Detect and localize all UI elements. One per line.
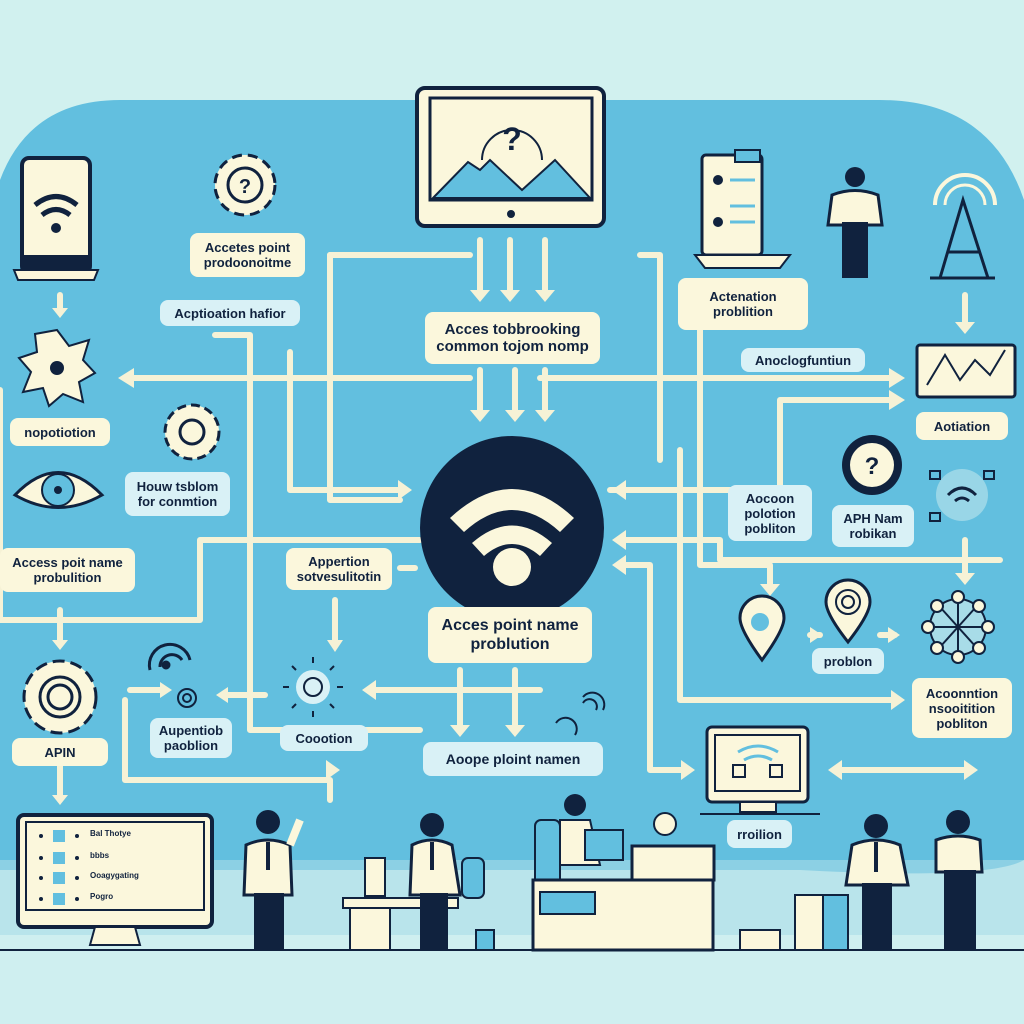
list-row: Pogro [90,892,114,901]
network-graph-icon [921,590,995,664]
list-row: bbbs [90,851,110,860]
wifi-small-icon [555,691,606,736]
wifi-icon [450,489,574,532]
person-desk-icon [408,813,485,949]
association-tab-label: Anoclogfuntiun [741,348,865,372]
desk [342,857,495,951]
waveform-monitor-icon [915,343,1017,399]
sun-gear-label: nopotiotion [10,418,110,446]
location-pin-icon [738,594,786,663]
svg-text:?: ? [239,176,251,198]
person-phone-icon [242,810,304,949]
fingerprint-icon [177,688,197,708]
wifi-cluster-icon [929,469,995,522]
smartphone-wifi-icon [12,156,100,281]
gear-question-label: Accetes point prodoonoitme [190,233,305,277]
right-mid-label: Aocoon polotion pobliton [728,485,812,541]
wifi-hub [420,436,604,620]
fingerprint-pin-label: problon [812,648,884,674]
sun-burst-icon [283,657,343,717]
left-mid-label: Access poit name probulition [0,548,135,592]
fingerprint-label: Aupentiob paoblion [150,718,232,758]
monitor-right-label: rroilion [727,820,792,848]
list-row: Bal Thotye [90,829,131,838]
top-caption-label: Acces tobbrooking common tojom nomp [425,312,600,364]
gear-question-icon: ? [213,153,277,217]
person-sitting-icon [531,794,716,952]
arrowheads [52,290,978,805]
apin-label: APIN [12,738,108,766]
fingerprint-pin-icon [824,578,872,645]
gear-icon-apin [22,659,98,735]
filing-cabinet [739,894,849,951]
small-gear-label: Houw tsblom for conmtion [125,472,230,516]
antenna-tower-icon [930,173,997,280]
svg-text:?: ? [865,453,880,480]
person-standing-icon [826,167,884,278]
burst-label: Coootion [280,725,368,751]
appertion-label: Appertion sotvesulitotin [286,548,392,590]
monitor-wifi-icon [700,725,820,815]
floor [0,930,1024,1024]
gear-question-icon-right: ? [842,435,902,495]
right-lower-label: Acoonntion nsooitition pobliton [912,678,1012,738]
clipboard-checklist-icon [692,149,793,269]
desktop-list-icon [16,813,214,946]
gear-icon [163,403,221,461]
clipboard-label: Actenation problition [678,278,808,330]
signal-waves-icon [147,642,192,671]
apn-gear-label: APH Nam robikan [832,505,914,547]
question-mark-image-icon: ? [415,86,606,228]
person-arms-crossed-icon [934,810,984,950]
waveform-label: Aotiation [916,412,1008,440]
application-tab-label: Acptioation hafior [160,300,300,326]
hub-caption-label: Acces point name problution [428,607,592,663]
connectors [0,237,1003,803]
sun-gear-icon [17,328,97,408]
list-row: Ooagygating [90,871,139,880]
eye-icon [12,471,105,509]
person-hands-hips-icon [844,814,910,950]
bottom-center-label: Aoope ploint namen [423,742,603,776]
svg-text:?: ? [502,121,522,157]
